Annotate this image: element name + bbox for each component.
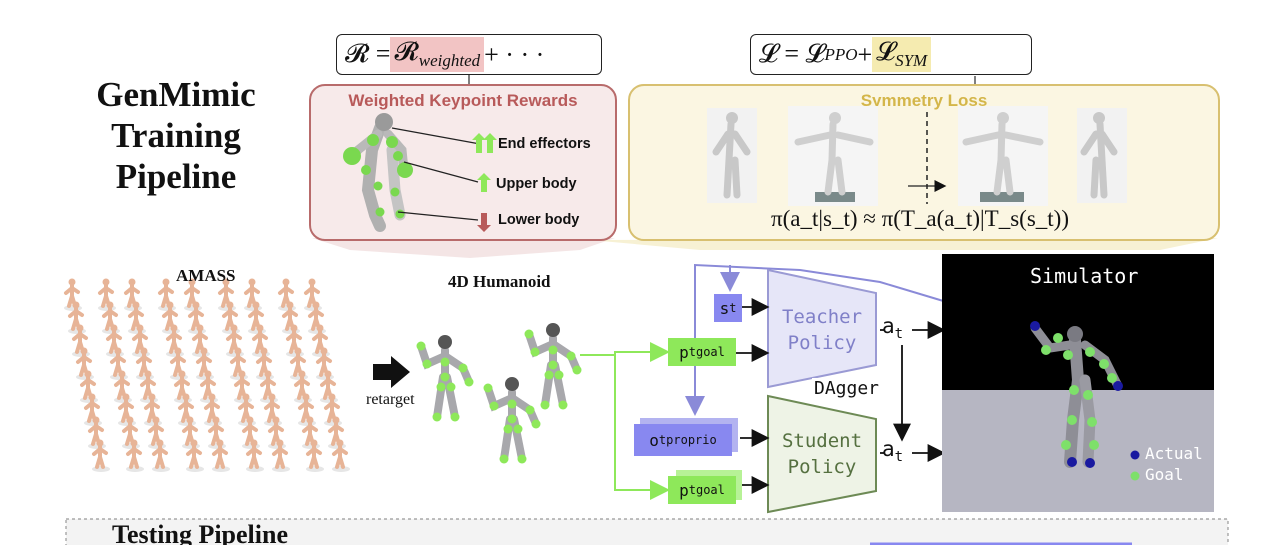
reward-funnel bbox=[312, 238, 615, 258]
amass-figure bbox=[126, 439, 144, 472]
amass-figure bbox=[212, 439, 230, 472]
amass-figure bbox=[68, 301, 86, 334]
reward-figure-layer bbox=[343, 113, 497, 232]
reward-panel-title: Weighted Keypoint Rewards bbox=[348, 91, 578, 110]
amass-label: AMASS bbox=[176, 266, 236, 285]
retarget-arrow-icon bbox=[373, 356, 410, 388]
amass-crowd bbox=[64, 278, 350, 472]
symmetry-panel-title: Symmetry Loss bbox=[860, 91, 988, 110]
student-policy-label: Student Policy bbox=[781, 430, 863, 478]
humanoid-figures bbox=[416, 323, 582, 464]
reward-eq-rest: + · · · bbox=[484, 39, 545, 69]
amass-figure bbox=[286, 324, 304, 357]
amass-figure bbox=[306, 439, 324, 472]
amass-figure bbox=[166, 324, 184, 357]
amass-figure bbox=[242, 416, 260, 449]
symmetry-render-3 bbox=[958, 106, 1048, 206]
reward-weighted-term: 𝓡weighted bbox=[390, 37, 485, 72]
amass-figure bbox=[186, 439, 204, 472]
simulator-robot bbox=[1030, 321, 1123, 468]
retarget-label: retarget bbox=[366, 391, 415, 408]
humanoid-figure bbox=[524, 323, 582, 410]
pipeline-title: GenMimic Training Pipeline bbox=[60, 74, 292, 197]
student-policy-shape bbox=[767, 394, 877, 514]
loss-eq-plus: + bbox=[857, 39, 873, 69]
symmetry-renders bbox=[707, 106, 1127, 206]
amass-figure bbox=[332, 439, 350, 472]
title-line-1: GenMimic bbox=[96, 75, 256, 114]
humanoid-figure bbox=[483, 377, 541, 464]
goal-connector-teacher bbox=[614, 342, 670, 362]
dagger-label: DAgger bbox=[812, 378, 882, 399]
teacher-action-label: at bbox=[882, 314, 904, 343]
weighted-keypoint-rewards-panel bbox=[309, 84, 617, 241]
amass-figure bbox=[246, 439, 264, 472]
amass-figure bbox=[152, 439, 170, 472]
amass-figure bbox=[278, 278, 296, 311]
loss-sym-term: 𝓛SYM bbox=[872, 37, 932, 72]
amass-figure bbox=[92, 439, 110, 472]
humanoid-figure bbox=[416, 335, 474, 422]
title-line-3: Pipeline bbox=[115, 157, 237, 196]
symmetry-equation: π(a_t|s_t) ≈ π(T_a(a_t)|T_s(s_t)) bbox=[771, 206, 1069, 231]
amass-figure bbox=[272, 439, 290, 472]
loss-eq-lhs: 𝓛 = 𝓛 bbox=[759, 39, 825, 68]
testing-pipeline-box bbox=[65, 518, 1229, 545]
amass-figure bbox=[118, 393, 136, 426]
testing-pipeline-label: Testing Pipeline bbox=[112, 520, 289, 545]
simulator-title: Simulator bbox=[1030, 264, 1139, 288]
loss-ppo-sub: PPO bbox=[824, 44, 858, 64]
symmetry-funnel bbox=[590, 238, 1218, 250]
legend-actual-dot bbox=[1130, 450, 1140, 460]
humanoid-label: 4D Humanoid bbox=[448, 272, 551, 291]
amass-figure bbox=[200, 370, 218, 403]
reward-eq-lhs: 𝓡 = bbox=[345, 39, 391, 68]
reward-equation: 𝓡 = 𝓡weighted + · · · bbox=[336, 34, 602, 75]
student-action-label: at bbox=[882, 437, 904, 466]
legend-goal-dot bbox=[1130, 471, 1140, 481]
teacher-policy-label: Teacher Policy bbox=[781, 306, 863, 354]
symmetry-render-2 bbox=[788, 106, 878, 206]
legend-actual-label: Actual bbox=[1145, 444, 1203, 463]
amass-figure bbox=[174, 370, 192, 403]
goal-connector-student bbox=[614, 355, 670, 500]
symmetry-render-4 bbox=[1077, 108, 1127, 203]
symmetry-render-1 bbox=[707, 108, 757, 203]
end-effectors-label: End effectors bbox=[498, 136, 591, 152]
title-line-2: Training bbox=[111, 116, 241, 155]
lower-body-label: Lower body bbox=[498, 212, 580, 228]
legend-goal-label: Goal bbox=[1145, 465, 1184, 484]
upper-body-label: Upper body bbox=[496, 176, 577, 192]
amass-figure bbox=[316, 347, 334, 380]
